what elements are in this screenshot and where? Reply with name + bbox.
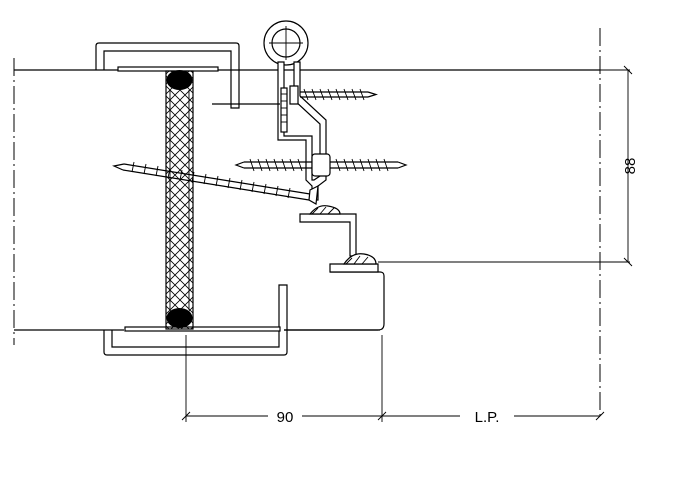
frame-top-cover bbox=[95, 42, 240, 109]
bottom-plate bbox=[124, 326, 281, 332]
dimension-90-label: 90 bbox=[277, 409, 294, 426]
screw-middle bbox=[234, 153, 408, 177]
dimension-lp-label: L.P. bbox=[475, 409, 500, 426]
hinge-rail bbox=[280, 87, 288, 133]
dimension-88-label: 88 bbox=[622, 158, 639, 175]
screw-top bbox=[212, 85, 379, 105]
dimension-bottom: 90 L.P. bbox=[181, 335, 605, 426]
dimension-88: 88 bbox=[622, 65, 639, 267]
hinge-rail-ticks bbox=[281, 93, 287, 123]
door-leaf-outline bbox=[284, 271, 385, 331]
hinge-knuckle bbox=[263, 20, 309, 66]
seal-upper bbox=[299, 205, 357, 257]
insulation-core bbox=[165, 70, 194, 330]
seal-lower bbox=[329, 253, 379, 273]
frame-bottom-cover bbox=[103, 284, 288, 356]
screw-diagonal bbox=[112, 161, 319, 205]
